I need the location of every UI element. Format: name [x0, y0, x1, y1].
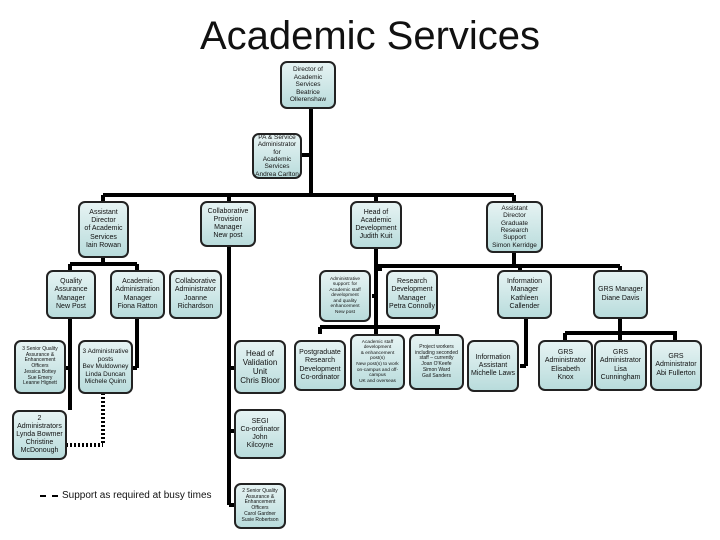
node-administrative-support: Administrative support: for Academic sta… — [319, 270, 371, 322]
node-qa-manager: Quality Assurance Manager New Post — [46, 270, 96, 319]
legend-text: Support as required at busy times — [62, 490, 212, 501]
node-information-assistant: Information Assistant Michelle Laws — [467, 340, 519, 392]
chart-title: Academic Services — [199, 14, 541, 58]
node-academic-staff-development: Academic staff development & enhancement… — [350, 334, 405, 390]
node-segi-coordinator: SEGI Co-ordinator John Kilcoyne — [234, 409, 286, 459]
node-project-workers: Project workers including seconded staff… — [409, 334, 464, 390]
node-academic-admin-manager: Academic Administration Manager Fiona Ra… — [110, 270, 165, 319]
node-information-manager: Information Manager Kathleen Callender — [497, 270, 552, 319]
node-postgraduate-coordinator: Postgraduate Research Development Co-ord… — [294, 340, 346, 391]
node-grs-administrator-fullerton: GRS Administrator Abi Fullerton — [650, 340, 702, 391]
node-research-development-manager: Research Development Manager Petra Conno… — [386, 270, 438, 319]
node-grs-administrator-cunningham: GRS Administrator Lisa Cunningham — [594, 340, 647, 391]
node-head-academic-development: Head of Academic Development Judith Kuit — [350, 201, 402, 249]
node-grs-manager: GRS Manager Diane Davis — [593, 270, 648, 319]
node-pa: PA & Service Administrator for Academic … — [252, 133, 302, 179]
node-grs-administrator-knox: GRS Administrator Elisabeth Knox — [538, 340, 593, 391]
node-collaborative-administrator: Collaborative Administrator Joanne Richa… — [169, 270, 222, 319]
node-assistant-director-research: Assistant Director Graduate Research Sup… — [486, 201, 543, 253]
legend-dash-marker — [40, 494, 58, 497]
node-two-administrators: 2 Administrators Lynda Bowmer Christine … — [12, 410, 67, 460]
node-assistant-director-services: Assistant Director of Academic Services … — [78, 201, 129, 258]
node-administrative-posts: 3 Administrative posts Bev Muldowney Lin… — [78, 340, 133, 394]
legend: Support as required at busy times — [40, 490, 212, 501]
node-senior-qa-officers-2: 2 Senior Quality Assurance & Enhancement… — [234, 483, 286, 529]
node-senior-qa-officers: 3 Senior Quality Assurance & Enhancement… — [14, 340, 66, 394]
node-director: Director of Academic Services Beatrice O… — [280, 61, 336, 109]
node-validation-head: Head of Validation Unit Chris Bloor — [234, 340, 286, 394]
node-collaborative-provision-manager: Collaborative Provision Manager New post — [200, 201, 256, 247]
